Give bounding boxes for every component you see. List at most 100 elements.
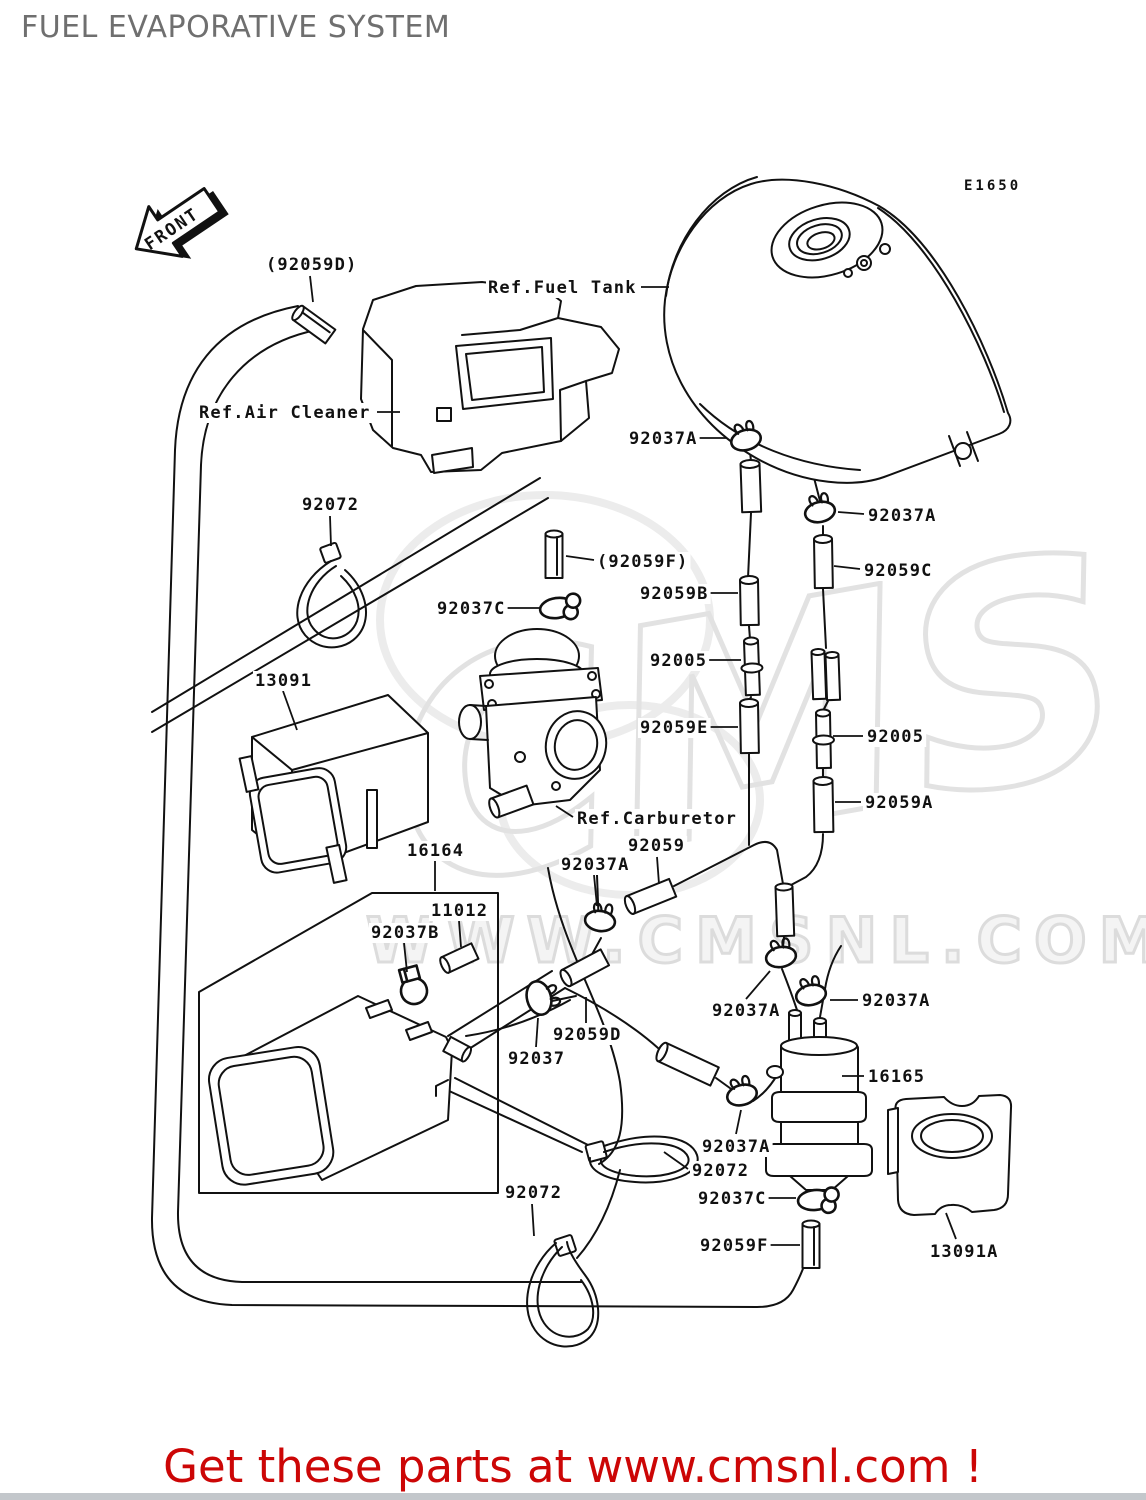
leader-92059c [833,565,861,570]
leader-92037a-2 [593,874,598,907]
leader-13091a [945,1212,957,1240]
part-label-92059f-ref: (92059F) [595,552,691,572]
svg-text:92072: 92072 [302,495,359,515]
leader-92072-3 [531,1203,535,1237]
svg-text:92037: 92037 [508,1049,565,1069]
svg-text:92059B: 92059B [640,584,709,604]
svg-text:92037A: 92037A [561,855,630,875]
svg-text:92072: 92072 [505,1183,562,1203]
leader-11012 [458,920,462,948]
part-label-92059d-ref: (92059D) [264,255,360,275]
part-label-92037c-1: 92037C [435,599,508,619]
page-title: FUEL EVAPORATIVE SYSTEM [21,10,451,45]
canister-cover-13091 [238,694,429,884]
part-label-92059a: 92059A [863,793,936,813]
bottom-strip [0,1493,1146,1500]
part-label-92072-2: 92072 [690,1161,752,1181]
part-label-11012: 11012 [429,901,491,921]
leader-92059d-ref [309,275,314,303]
leader-92037a-3 [745,970,771,1000]
part-label-92059e: 92059E [638,718,711,738]
svg-text:E1650: E1650 [964,178,1021,194]
watermark-url-text: WWW.CMSNL.COM [366,904,1146,977]
part-label-ref-fuel-tank: Ref.Fuel Tank [486,278,639,298]
air-cleaner-drawing [360,281,620,474]
svg-text:13091: 13091 [255,671,312,691]
part-label-92005-2: 92005 [865,727,927,747]
part-label-92059d: 92059D [551,1025,624,1045]
part-label-92037a-1: 92037A [627,429,700,449]
svg-text:92005: 92005 [650,651,707,671]
part-label-92005-1: 92005 [648,651,710,671]
diagram-artwork: FRONT [134,176,1013,1348]
svg-text:92005: 92005 [867,727,924,747]
svg-text:92059C: 92059C [864,561,933,581]
part-label-92037a-5: 92037A [700,1137,773,1157]
leader-92072-2 [663,1151,689,1170]
carburetor-drawing [458,628,608,819]
part-label-92072-3: 92072 [503,1183,565,1203]
part-label-16165: 16165 [866,1067,928,1087]
front-direction-arrow: FRONT [134,187,229,259]
part-label-ref-carburetor: Ref.Carburetor [575,809,740,829]
part-label-92037a-4: 92037A [860,991,933,1011]
leader-lines [282,275,957,1246]
part-label-e1650: E1650 [962,178,1024,195]
part-label-92059: 92059 [626,836,688,856]
svg-text:92059A: 92059A [865,793,934,813]
svg-text:92037A: 92037A [712,1001,781,1021]
svg-text:11012: 11012 [431,901,488,921]
part-label-16164: 16164 [405,841,467,861]
filter-holder-13091a [887,1094,1013,1216]
part-label-92037a-r: 92037A [866,506,939,526]
leader-92037b [403,942,408,973]
canister-drawing [207,995,473,1186]
svg-text:92059F: 92059F [700,1236,769,1256]
svg-text:92059D: 92059D [553,1025,622,1045]
svg-text:(92059F): (92059F) [597,552,688,572]
part-label-ref-air-cleaner: Ref.Air Cleaner [197,403,373,423]
svg-text:Ref.Carburetor: Ref.Carburetor [577,809,737,829]
leader-92059f-ref [565,555,595,561]
part-label-92037: 92037 [506,1049,568,1069]
leader-13091 [282,690,298,731]
part-label-92059c: 92059C [862,561,935,581]
part-label-92037a-2: 92037A [559,855,632,875]
svg-text:92037B: 92037B [371,923,440,943]
svg-text:Ref.Air Cleaner: Ref.Air Cleaner [199,403,371,423]
svg-text:92037A: 92037A [862,991,931,1011]
svg-text:92037C: 92037C [437,599,506,619]
svg-text:(92059D): (92059D) [266,255,357,275]
part-label-92072-1: 92072 [300,495,362,515]
svg-text:92059: 92059 [628,836,685,856]
part-label-92037b: 92037B [369,923,442,943]
leader-92037a-5 [735,1109,742,1135]
fuel-filter-16165 [765,1009,873,1208]
part-label-92059f: 92059F [698,1236,771,1256]
svg-text:92037C: 92037C [698,1189,767,1209]
fuel-tank-drawing [663,176,1012,484]
leader-92037a-r [837,511,865,515]
leader-ref-carburetor [555,805,574,818]
part-label-13091: 13091 [253,671,315,691]
svg-text:92072: 92072 [692,1161,749,1181]
leader-92072-1 [329,515,332,547]
rubber-tubes-and-joints [291,304,842,1269]
leader-92059 [656,856,660,885]
svg-text:Ref.Fuel Tank: Ref.Fuel Tank [488,278,637,298]
svg-text:16164: 16164 [407,841,464,861]
svg-text:92037A: 92037A [868,506,937,526]
part-label-92059b: 92059B [638,584,711,604]
leader-92037 [535,1017,539,1048]
svg-text:16165: 16165 [868,1067,925,1087]
canister-group-box [198,892,499,1194]
footer-link[interactable]: Get these parts at www.cmsnl.com ! [163,1440,983,1493]
svg-text:92037A: 92037A [702,1137,771,1157]
hose-clamps [397,419,840,1215]
part-label-92037c-2: 92037C [696,1189,769,1209]
svg-text:92037A: 92037A [629,429,698,449]
part-label-13091a: 13091A [928,1242,1001,1262]
part-label-92037a-3: 92037A [710,1001,783,1021]
